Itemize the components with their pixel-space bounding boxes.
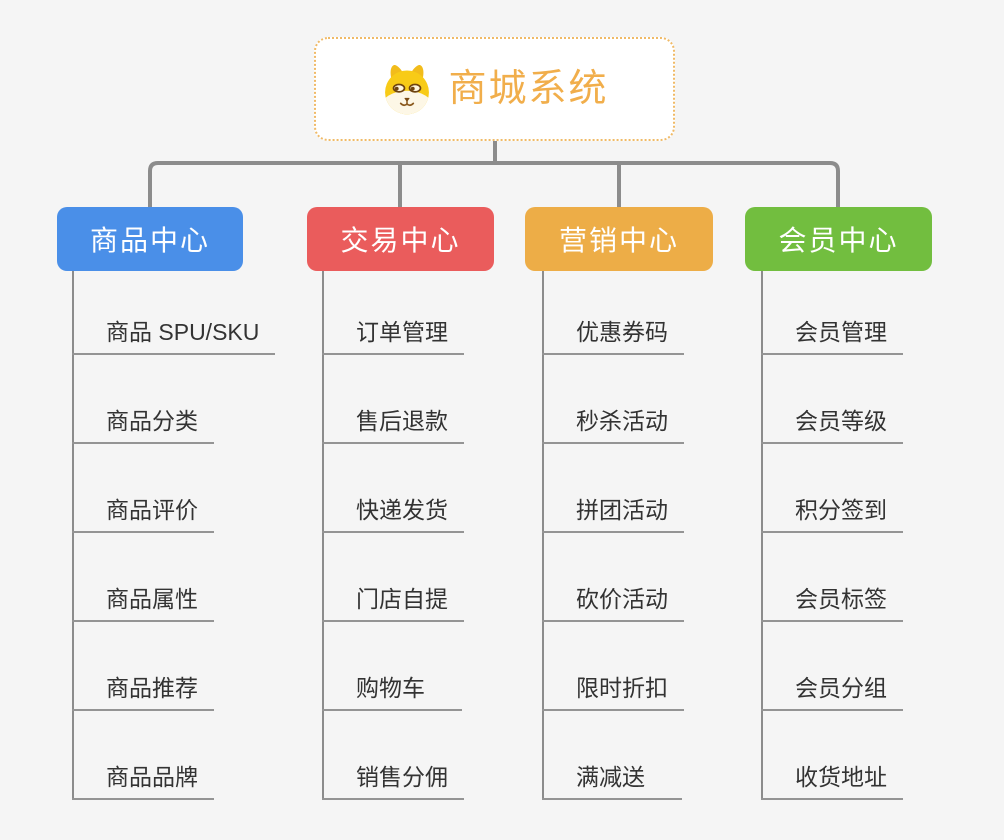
column-connector-line [322,266,324,800]
leaf-node[interactable]: 会员等级 [761,355,903,444]
leaf-node[interactable]: 商品 SPU/SKU [72,266,276,355]
leaf-node[interactable]: 快递发货 [322,444,464,533]
leaf-node[interactable]: 订单管理 [322,266,464,355]
leaf-label: 门店自提 [356,586,448,613]
branch-node-trade-center[interactable]: 交易中心 [307,207,494,271]
leaf-label: 商品推荐 [106,675,198,702]
leaf-label: 商品分类 [106,408,198,435]
member-children-column: 会员管理 会员等级 积分签到 会员标签 会员分组 收货地址 [761,266,903,800]
marketing-children-column: 优惠券码 秒杀活动 拼团活动 砍价活动 限时折扣 满减送 [542,266,684,800]
branch-label: 交易中心 [340,225,461,256]
leaf-node[interactable]: 会员管理 [761,266,903,355]
branch-node-marketing-center[interactable]: 营销中心 [525,207,713,271]
leaf-label: 收货地址 [795,764,887,791]
trade-children-column: 订单管理 售后退款 快递发货 门店自提 购物车 销售分佣 [322,266,464,800]
column-connector-line [542,266,544,800]
leaf-label: 优惠券码 [576,319,668,346]
leaf-label: 拼团活动 [576,497,668,524]
leaf-label: 售后退款 [356,408,448,435]
leaf-label: 会员管理 [795,319,887,346]
branch-label: 会员中心 [778,225,899,256]
leaf-node[interactable]: 拼团活动 [542,444,684,533]
leaf-node[interactable]: 会员分组 [761,622,903,711]
leaf-node[interactable]: 销售分佣 [322,711,464,800]
leaf-label: 商品 SPU/SKU [106,319,260,346]
leaf-label: 商品评价 [106,497,198,524]
leaf-label: 会员标签 [795,586,887,613]
leaf-label: 限时折扣 [576,675,668,702]
root-node-mall-system[interactable]: 商城系统 [314,37,675,141]
leaf-node[interactable]: 商品评价 [72,444,214,533]
leaf-node[interactable]: 商品推荐 [72,622,214,711]
leaf-node[interactable]: 满减送 [542,711,682,800]
leaf-node[interactable]: 商品分类 [72,355,214,444]
leaf-label: 秒杀活动 [576,408,668,435]
column-connector-line [761,266,763,800]
leaf-label: 快递发货 [356,497,448,524]
bus-line [148,161,840,208]
leaf-node[interactable]: 积分签到 [761,444,903,533]
leaf-node[interactable]: 砍价活动 [542,533,684,622]
branch-node-product-center[interactable]: 商品中心 [57,207,243,271]
leaf-label: 订单管理 [356,319,448,346]
product-children-column: 商品 SPU/SKU 商品分类 商品评价 商品属性 商品推荐 商品品牌 [72,266,276,800]
branch-node-member-center[interactable]: 会员中心 [745,207,932,271]
branch-label: 营销中心 [558,225,679,256]
shiba-dog-face-icon [380,62,434,116]
leaf-label: 购物车 [356,675,425,702]
leaf-label: 满减送 [576,764,645,791]
leaf-node[interactable]: 收货地址 [761,711,903,800]
leaf-label: 会员分组 [795,675,887,702]
root-title: 商城系统 [448,68,609,110]
leaf-node[interactable]: 优惠券码 [542,266,684,355]
leaf-node[interactable]: 会员标签 [761,533,903,622]
leaf-node[interactable]: 购物车 [322,622,462,711]
leaf-label: 销售分佣 [356,764,448,791]
leaf-node[interactable]: 限时折扣 [542,622,684,711]
leaf-label: 会员等级 [795,408,887,435]
leaf-label: 砍价活动 [576,586,668,613]
leaf-node[interactable]: 商品品牌 [72,711,214,800]
leaf-label: 商品属性 [106,586,198,613]
leaf-label: 商品品牌 [106,764,198,791]
leaf-node[interactable]: 售后退款 [322,355,464,444]
leaf-node[interactable]: 商品属性 [72,533,214,622]
leaf-node[interactable]: 门店自提 [322,533,464,622]
branch-label: 商品中心 [89,225,210,256]
leaf-label: 积分签到 [795,497,887,524]
leaf-node[interactable]: 秒杀活动 [542,355,684,444]
column-connector-line [72,266,74,800]
